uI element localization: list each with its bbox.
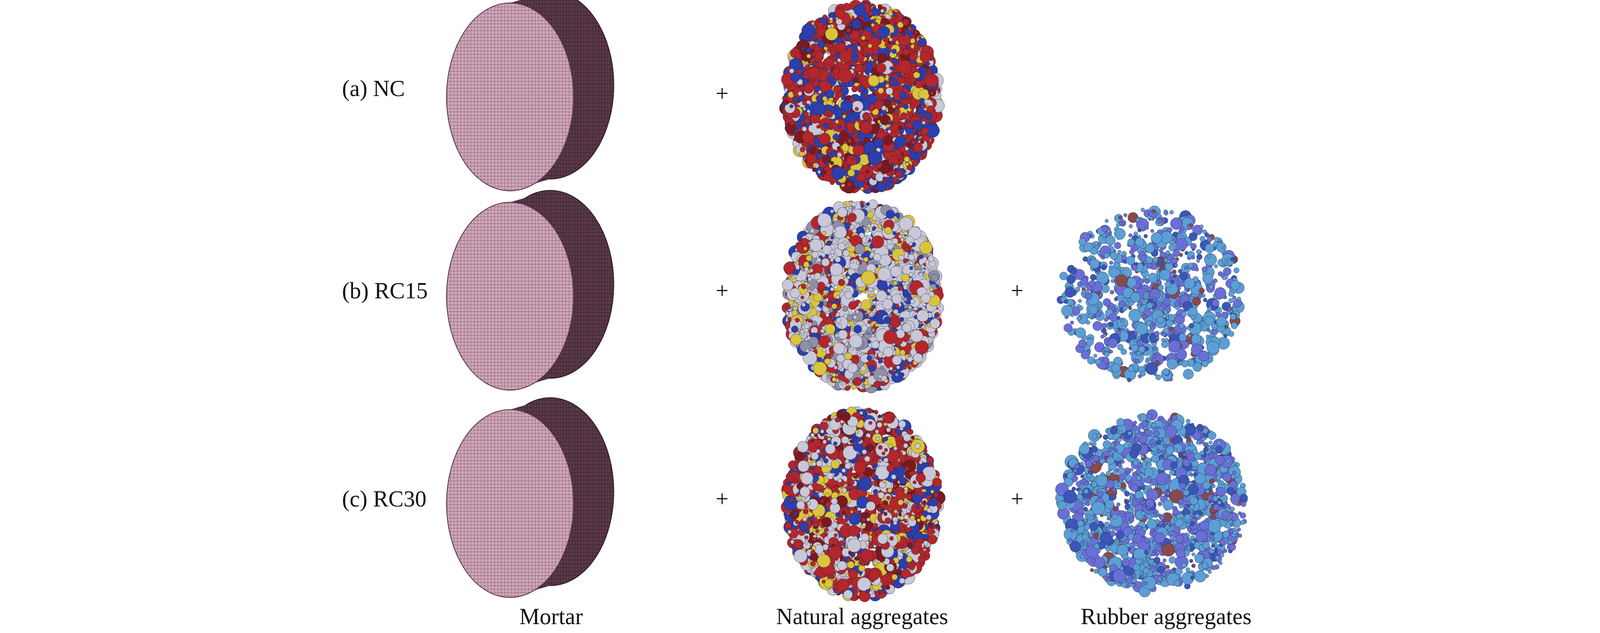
mortar-cylinder	[446, 0, 614, 191]
cylinder-face	[446, 409, 574, 598]
cylinder-face	[446, 202, 574, 391]
mortar-cylinders	[446, 0, 614, 598]
cylinder-face	[446, 2, 574, 191]
particle	[850, 44, 858, 51]
particle	[847, 182, 852, 187]
particle	[827, 48, 831, 53]
particle	[888, 38, 893, 42]
mortar-cylinder	[446, 190, 614, 391]
mortar-cylinder	[446, 397, 614, 598]
aggregate-blob	[779, 0, 945, 194]
particle	[911, 25, 917, 31]
particle	[860, 92, 864, 97]
particle	[866, 182, 870, 186]
particle	[802, 107, 806, 111]
